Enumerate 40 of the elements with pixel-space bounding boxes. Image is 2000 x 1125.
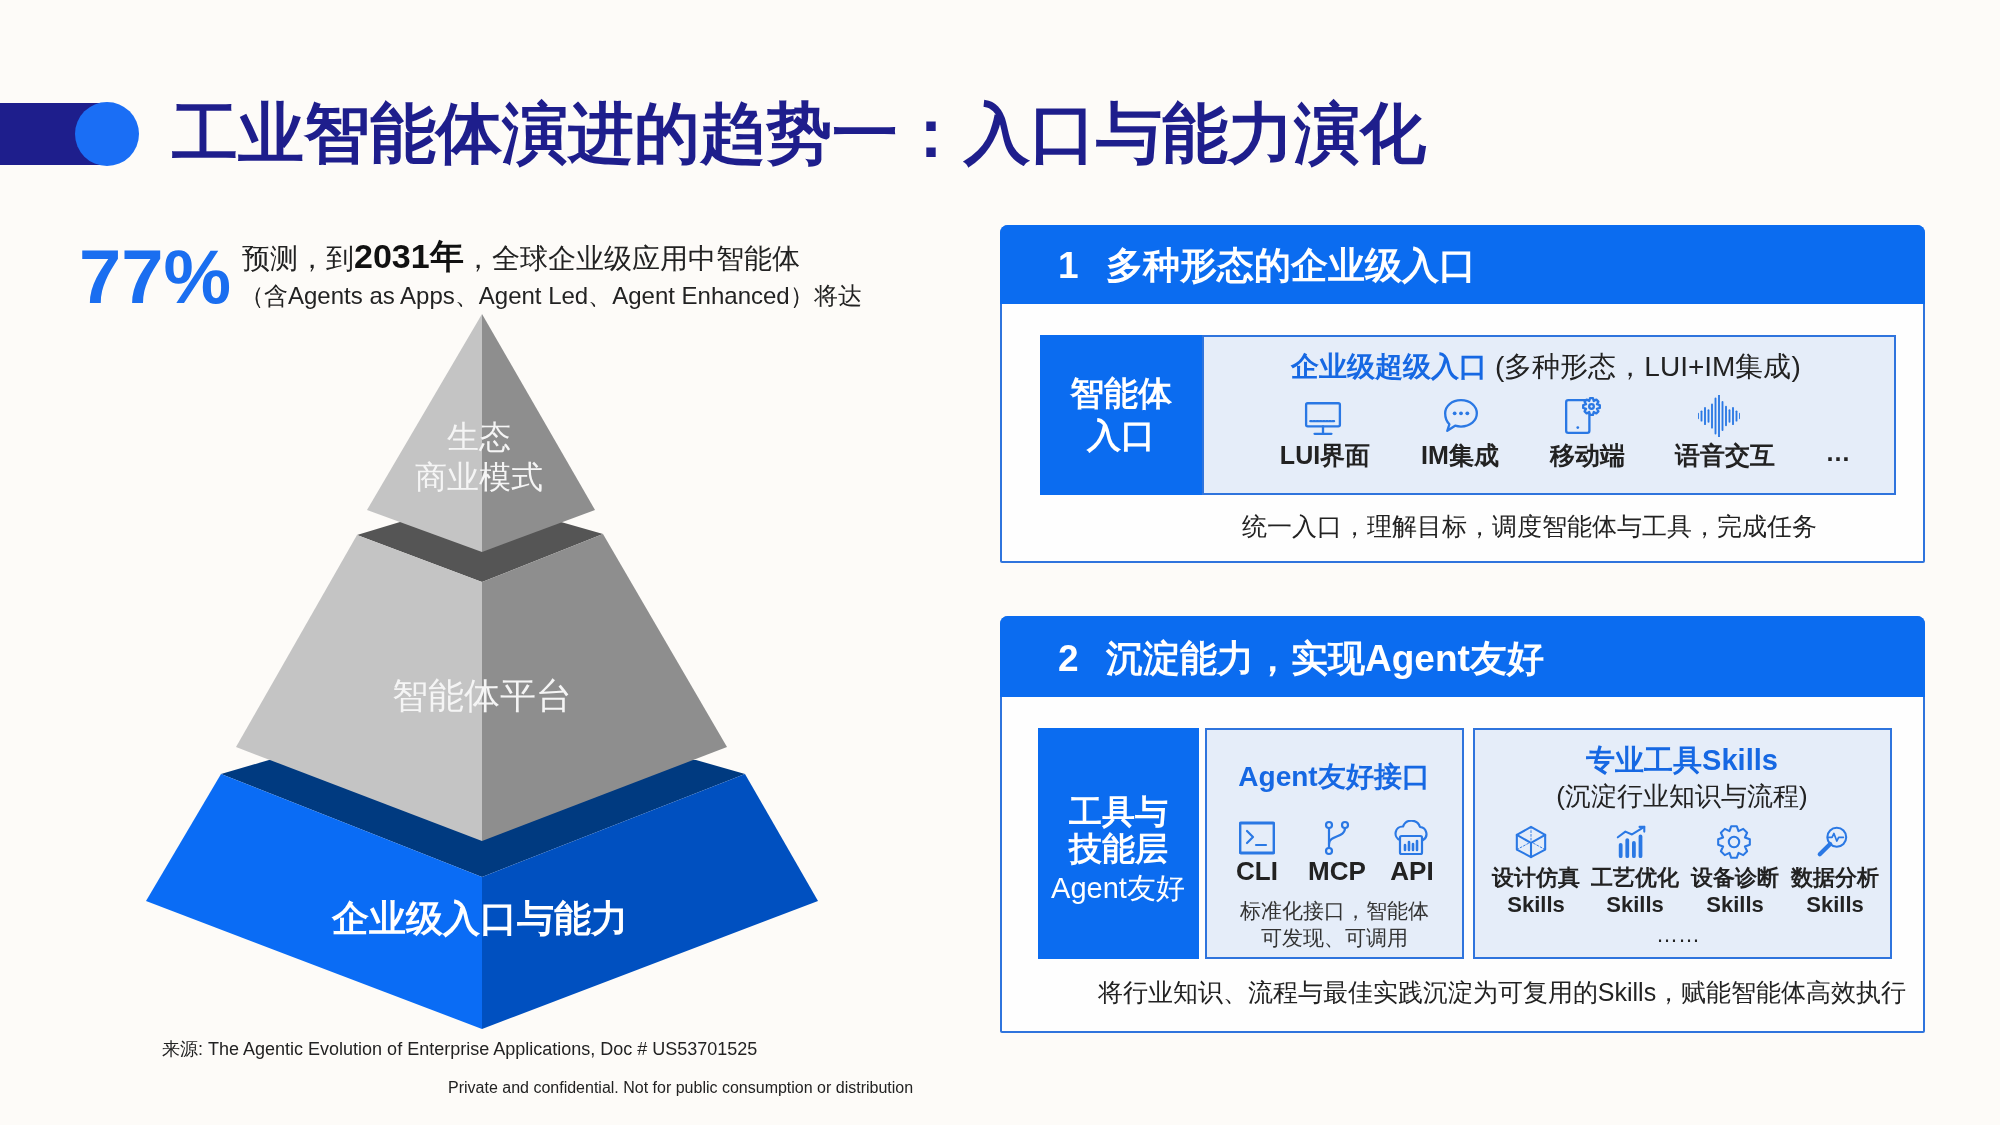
box-heading: 企业级超级入口 (多种形态，LUI+IM集成)	[1291, 350, 1801, 384]
tile-label: 智能体入口	[1069, 372, 1173, 456]
item-label: 语音交互	[1675, 440, 1775, 470]
section-heading: 沉淀能力，实现Agent友好	[1106, 636, 1544, 681]
ellipsis: ……	[1656, 921, 1700, 949]
confidentiality-note: Private and confidential. Not for public consumption or distribution	[448, 1078, 914, 1098]
section-number: 2	[1058, 636, 1079, 681]
item-label: 工艺优化 Skills	[1590, 863, 1680, 919]
item-label: API	[1390, 856, 1434, 888]
box-heading: 专业工具Skills	[1586, 742, 1778, 778]
section-number: 1	[1058, 243, 1079, 288]
box-caption: 标准化接口，智能体可发现、可调用	[1238, 898, 1430, 951]
forecast-note: （含Agents as Apps、Agent Led、Agent Enhanced）将达	[240, 281, 862, 311]
tier-label: 企业级入口与能力	[332, 896, 628, 941]
slide-title: 工业智能体演进的趋势一：入口与能力演化	[172, 95, 1426, 173]
forecast-text: 预测，到2031年，全球企业级应用中智能体	[242, 235, 800, 277]
statistic-value: 77%	[79, 233, 232, 322]
item-label: IM集成	[1421, 440, 1499, 470]
box-heading: Agent友好接口	[1238, 760, 1430, 794]
item-label: 数据分析 Skills	[1789, 863, 1880, 919]
tile-label: 工具与技能层	[1067, 794, 1169, 868]
item-label: LUI界面	[1279, 440, 1371, 470]
section-panel	[1000, 225, 1925, 563]
panel-caption: 将行业知识、流程与最佳实践沉淀为可复用的Skills，赋能智能体高效执行	[1097, 977, 1907, 1007]
panel-caption: 统一入口，理解目标，调度智能体与工具，完成任务	[1241, 511, 1817, 541]
item-label: CLI	[1236, 856, 1278, 888]
category-tile	[1038, 728, 1199, 959]
item-label: 设备诊断 Skills	[1689, 863, 1780, 919]
item-label: MCP	[1308, 856, 1366, 888]
tile-label: Agent友好	[1051, 870, 1185, 906]
ellipsis: …	[1825, 437, 1851, 467]
item-label: 设计仿真 Skills	[1490, 863, 1581, 919]
section-panel	[1000, 616, 1925, 1033]
section-heading: 多种形态的企业级入口	[1106, 243, 1476, 288]
content-box	[1473, 728, 1892, 959]
item-label: 移动端	[1549, 440, 1625, 470]
content-box	[1205, 728, 1464, 959]
content-box	[1202, 335, 1896, 495]
box-subheading: (沉淀行业知识与流程)	[1556, 781, 1808, 813]
category-tile	[1040, 335, 1202, 495]
